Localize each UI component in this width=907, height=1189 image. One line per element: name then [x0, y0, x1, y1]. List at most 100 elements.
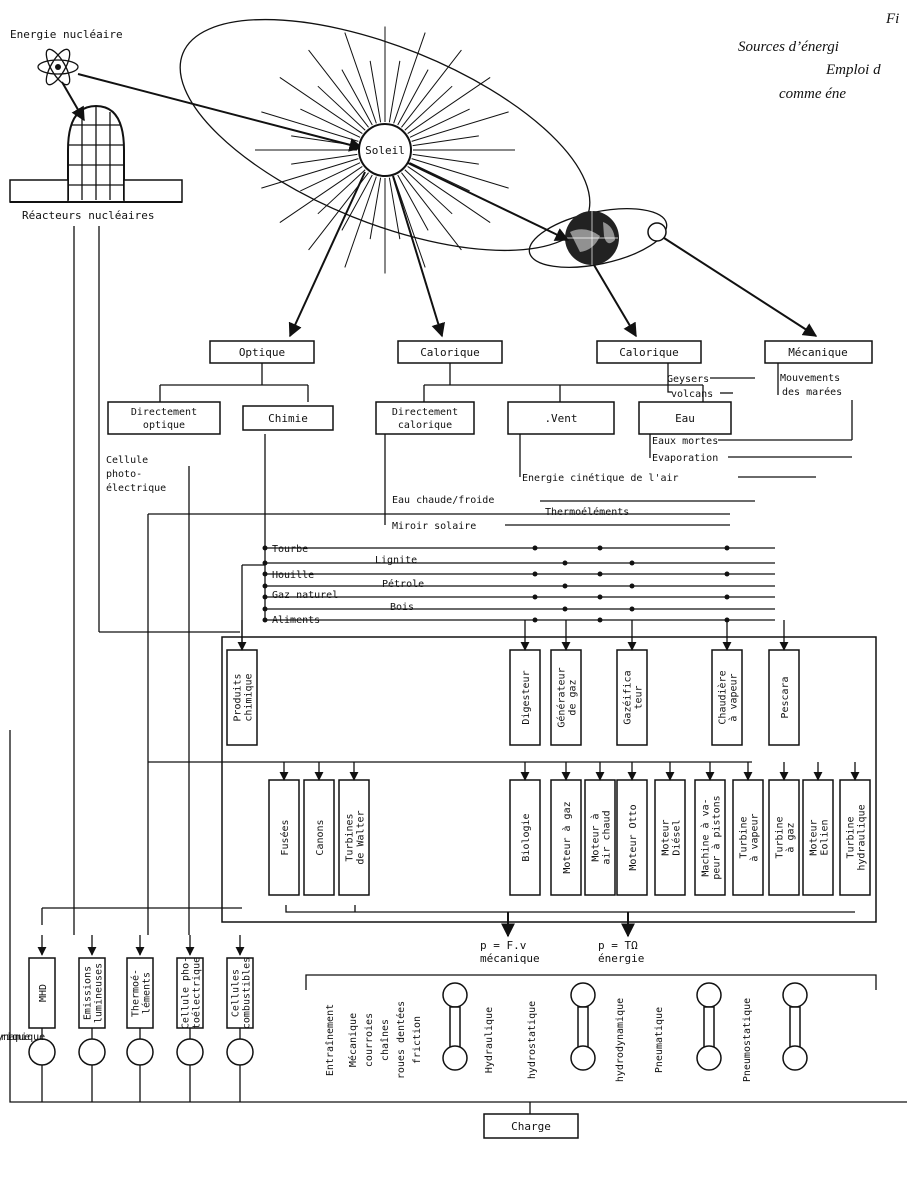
direct-emissions-label: lumineuses: [94, 963, 105, 1023]
nuclear-energy-label: Energie nucléaire: [10, 28, 123, 41]
caption-line-4: comme éne: [779, 86, 846, 102]
engine-eolien-label: Eolien: [820, 819, 831, 855]
engine-hydraulique-label: Turbine: [846, 816, 857, 858]
motor-icon: [570, 1045, 596, 1071]
engine-walter-label: Turbines: [345, 813, 356, 861]
transmission-entrainement: Entraînement: [324, 1004, 336, 1076]
pump-icon: [696, 982, 722, 1008]
thermoelements-label: Thermoéléments: [545, 506, 629, 518]
energie-cinetique-label: Energie cinétique de l'air: [522, 472, 679, 484]
chimie-label: Chimie: [268, 412, 308, 425]
converter-digesteur-label: Digesteur: [521, 670, 532, 724]
direct-cellule2-label: toélectrique: [191, 957, 203, 1029]
fuel-houille: Houille: [272, 570, 314, 581]
caption-line-1: Fi: [885, 11, 899, 27]
geysers-label: Geysers: [667, 374, 709, 385]
engine-fusees: Fusées: [268, 779, 300, 896]
reactor-dome-icon: [9, 104, 183, 203]
engine-otto-label: Moteur Otto: [628, 804, 639, 870]
converter-chaudiere-label: à vapeur: [728, 673, 740, 721]
converter-gazeifica-label: teur: [634, 685, 645, 709]
cellule-line-1: Cellule: [106, 455, 148, 466]
vent-label: .Vent: [544, 412, 577, 425]
engine-biologie-label: Biologie: [521, 813, 532, 861]
charge-label: Charge: [511, 1120, 551, 1133]
sun-label: Soleil: [365, 144, 405, 157]
transmission-mecanique_t: roues dentées: [395, 1001, 407, 1079]
converter-digesteur: Digesteur: [509, 649, 541, 746]
transmission-mecanique_t: chaînes: [379, 1019, 391, 1061]
engine-canons: Canons: [303, 779, 335, 896]
transmission-mecanique_t: friction: [412, 1016, 423, 1064]
cellule-line-2: photo-: [106, 469, 142, 480]
form-mecanique: Mécanique: [788, 346, 848, 359]
converter-produits-label: chimique: [244, 673, 255, 721]
direct-mhd-label: MHD: [38, 984, 49, 1002]
direct-emissions-label: Emissions: [83, 966, 94, 1020]
engine-moteur_gaz-label: Moteur à gaz: [561, 801, 573, 873]
engine-machine_vapeur: Machine à va-peur à pistons: [694, 779, 726, 896]
converter-pescara: Pescara: [768, 649, 800, 746]
direct-optique-1: Directement: [131, 407, 197, 418]
fuel-lignite: Lignite: [375, 555, 417, 566]
engine-air_chaud-label: Moteur à: [590, 813, 602, 861]
evaporation-label: Evaporation: [652, 453, 718, 464]
energy-label: énergie: [598, 952, 644, 965]
eaux-mortes-label: Eaux mortes: [652, 436, 718, 447]
transmission-mecanique_t: Mécanique: [347, 1013, 359, 1067]
engine-fusees-label: Fusées: [279, 819, 291, 855]
generator-icon: [78, 1038, 106, 1066]
engine-turbine_gaz-label: Turbine: [775, 816, 786, 858]
cellule-line-3: électrique: [106, 482, 166, 494]
engine-otto: Moteur Otto: [616, 779, 648, 896]
direct-combustibles-label: combustibles: [242, 957, 253, 1029]
miroir-solaire-label: Miroir solaire: [392, 521, 476, 532]
motor-icon: [782, 1045, 808, 1071]
motor-icon: [442, 1045, 468, 1071]
mechanical-label: mécanique: [480, 952, 540, 965]
pump-icon: [442, 982, 468, 1008]
fuel-gaz-naturel: Gaz naturel: [272, 590, 338, 601]
pump-icon: [782, 982, 808, 1008]
engine-machine_vapeur-label: peur à pistons: [711, 795, 723, 879]
transmission-hydraulique_t: Hydraulique: [484, 1007, 495, 1073]
engine-air_chaud-label: air chaud: [602, 810, 613, 864]
direct-optique-2: optique: [143, 420, 185, 431]
generator-icon: [226, 1038, 254, 1066]
engine-biologie: Biologie: [509, 779, 541, 896]
engine-turbine_vapeur-label: à vapeur: [749, 813, 761, 861]
energy-formula: p = TΩ: [598, 939, 638, 952]
eau-label: Eau: [675, 412, 695, 425]
direct-mhd: MHD: [28, 957, 56, 1029]
pump-icon: [570, 982, 596, 1008]
volcans-label: volcans: [671, 389, 713, 400]
marees-line-2: des marées: [782, 386, 842, 398]
transmission-pneumostatique: Pneumostatique: [742, 998, 753, 1082]
transmission-mecanique_t: courroies: [364, 1013, 375, 1067]
mechanical-formula: p = F.v: [480, 939, 527, 952]
converter-pescara-label: Pescara: [780, 676, 791, 718]
atom-icon: [37, 48, 79, 86]
engine-hydraulique-label: hydraulique: [857, 804, 868, 870]
direct-combustibles-label: Cellules: [231, 969, 242, 1017]
caption-line-2: Sources d’énergi: [738, 39, 839, 55]
engine-diesel-label: Moteur: [661, 819, 672, 855]
converter-frame: [221, 636, 877, 923]
direct-calorique-2: calorique: [398, 420, 452, 431]
eau-chaude-label: Eau chaude/froide: [392, 495, 494, 506]
converter-generateur-label: Générateur: [556, 667, 568, 727]
form-calorique-sun: Calorique: [420, 346, 480, 359]
converter-generateur-label: de gaz: [568, 679, 579, 715]
engine-moteur_gaz: Moteur à gaz: [550, 779, 582, 896]
engine-eolien-label: Moteur: [809, 819, 820, 855]
